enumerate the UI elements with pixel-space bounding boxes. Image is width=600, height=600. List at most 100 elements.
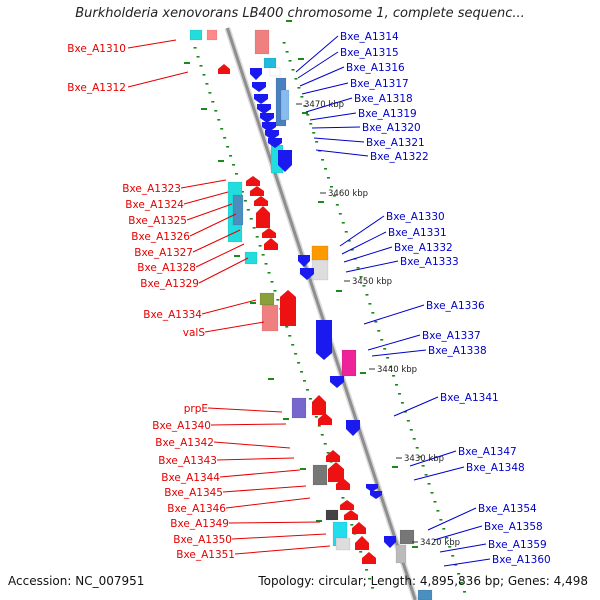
- guide-dot: [403, 411, 407, 413]
- left-leader-line: [231, 533, 327, 540]
- guide-dot: [457, 573, 461, 575]
- guide-dot: [214, 110, 218, 112]
- gene-label: Bxe_A1341: [440, 392, 499, 404]
- guide-dash: [412, 546, 418, 548]
- guide-dot: [427, 483, 431, 485]
- gene-label: Bxe_A1310: [67, 43, 126, 55]
- gene-arrow-down: [252, 82, 266, 92]
- gene-label: Bxe_A1322: [370, 151, 429, 163]
- gene-arrow-up: [254, 196, 268, 206]
- feature-block: [395, 544, 407, 564]
- gene-arrow-down: [262, 122, 276, 132]
- guide-dot: [371, 587, 375, 589]
- gene-arrow-up: [318, 413, 332, 425]
- guide-dot: [312, 132, 316, 134]
- gene-label: Bxe_A1349: [170, 518, 229, 530]
- gene-arrow-up: [340, 500, 354, 510]
- guide-dot: [433, 501, 437, 503]
- gene-label: Bxe_A1319: [358, 108, 417, 120]
- guide-dot: [297, 362, 301, 364]
- left-leader-line: [225, 497, 311, 509]
- guide-dot: [324, 168, 328, 170]
- guide-dot: [430, 492, 434, 494]
- left-leader-line: [127, 39, 177, 49]
- gene-label: Bxe_A1332: [394, 242, 453, 254]
- gene-label: Bxe_A1338: [428, 345, 487, 357]
- gene-arrow-up: [250, 186, 264, 196]
- guide-dot: [400, 402, 404, 404]
- gene-arrow-up: [328, 462, 344, 482]
- guide-dot: [294, 78, 298, 80]
- topology-text: Topology: circular; Length: 4,895,836 bp…: [258, 574, 588, 588]
- gene-label: Bxe_A1337: [422, 330, 481, 342]
- gene-label: Bxe_A1325: [128, 215, 187, 227]
- gene-arrow-down: [384, 536, 396, 548]
- gene-arrow-down: [268, 138, 282, 148]
- gene-label: valS: [183, 327, 206, 339]
- gene-arrow-down: [300, 268, 314, 280]
- guide-dot: [412, 438, 416, 440]
- left-leader-line: [192, 229, 241, 253]
- guide-dash: [316, 520, 322, 522]
- right-leader-line: [299, 66, 345, 87]
- guide-dot: [377, 330, 381, 332]
- gene-arrow-down: [260, 113, 274, 123]
- gene-label: Bxe_A1321: [366, 137, 425, 149]
- guide-dot: [421, 465, 425, 467]
- guide-dot: [380, 339, 384, 341]
- feature-block: [341, 349, 357, 377]
- guide-dot: [261, 254, 265, 256]
- gene-arrow-up: [355, 536, 369, 550]
- gene-arrow-up: [218, 64, 230, 74]
- guide-dot: [223, 137, 227, 139]
- right-leader-line: [443, 558, 491, 567]
- gene-arrow-down: [265, 130, 279, 140]
- guide-dot: [368, 578, 372, 580]
- guide-dot: [282, 42, 286, 44]
- gene-label: Bxe_A1312: [67, 82, 126, 94]
- gene-label: Bxe_A1315: [340, 47, 399, 59]
- gene-label: Bxe_A1346: [167, 503, 226, 515]
- kbp-tick-label: 3420 kbp: [420, 538, 460, 548]
- gene-arrow-down: [278, 150, 292, 172]
- guide-dash: [286, 20, 292, 22]
- guide-dot: [258, 245, 262, 247]
- guide-dot: [323, 443, 327, 445]
- guide-dot: [285, 326, 289, 328]
- guide-dot: [234, 173, 238, 175]
- accession-text: Accession: NC_007951: [8, 574, 145, 588]
- kbp-tick-label: 3460 kbp: [328, 189, 368, 199]
- guide-dot: [347, 240, 351, 242]
- guide-dot: [306, 114, 310, 116]
- guide-dot: [321, 159, 325, 161]
- kbp-tick-label: 3470 kbp: [304, 100, 344, 110]
- feature-blocks: [189, 29, 433, 600]
- guide-dot: [297, 87, 301, 89]
- guide-dot: [294, 353, 298, 355]
- guide-dot: [383, 348, 387, 350]
- guide-dot: [359, 276, 363, 278]
- guide-dot: [267, 272, 271, 274]
- gene-arrow-up: [344, 510, 358, 520]
- gene-label: Bxe_A1354: [478, 503, 537, 515]
- guide-dot: [285, 51, 289, 53]
- gene-label: Bxe_A1327: [134, 247, 193, 259]
- gene-arrow-up: [312, 395, 326, 415]
- gene-arrow-up: [336, 478, 350, 490]
- right-leader-line: [371, 349, 427, 357]
- gene-arrow-up: [264, 238, 278, 250]
- guide-dot: [442, 528, 446, 530]
- guide-dot: [300, 371, 304, 373]
- guide-dot: [406, 420, 410, 422]
- guide-dot: [445, 537, 449, 539]
- right-leader-line: [343, 246, 393, 263]
- feature-block: [291, 397, 307, 419]
- gene-label: Bxe_A1358: [484, 521, 543, 533]
- right-leader-line: [341, 231, 387, 255]
- gene-arrow-up: [362, 552, 376, 564]
- guide-dot: [332, 195, 336, 197]
- guide-dot: [255, 236, 259, 238]
- gene-label: Bxe_A1343: [158, 455, 217, 467]
- guide-dot: [291, 344, 295, 346]
